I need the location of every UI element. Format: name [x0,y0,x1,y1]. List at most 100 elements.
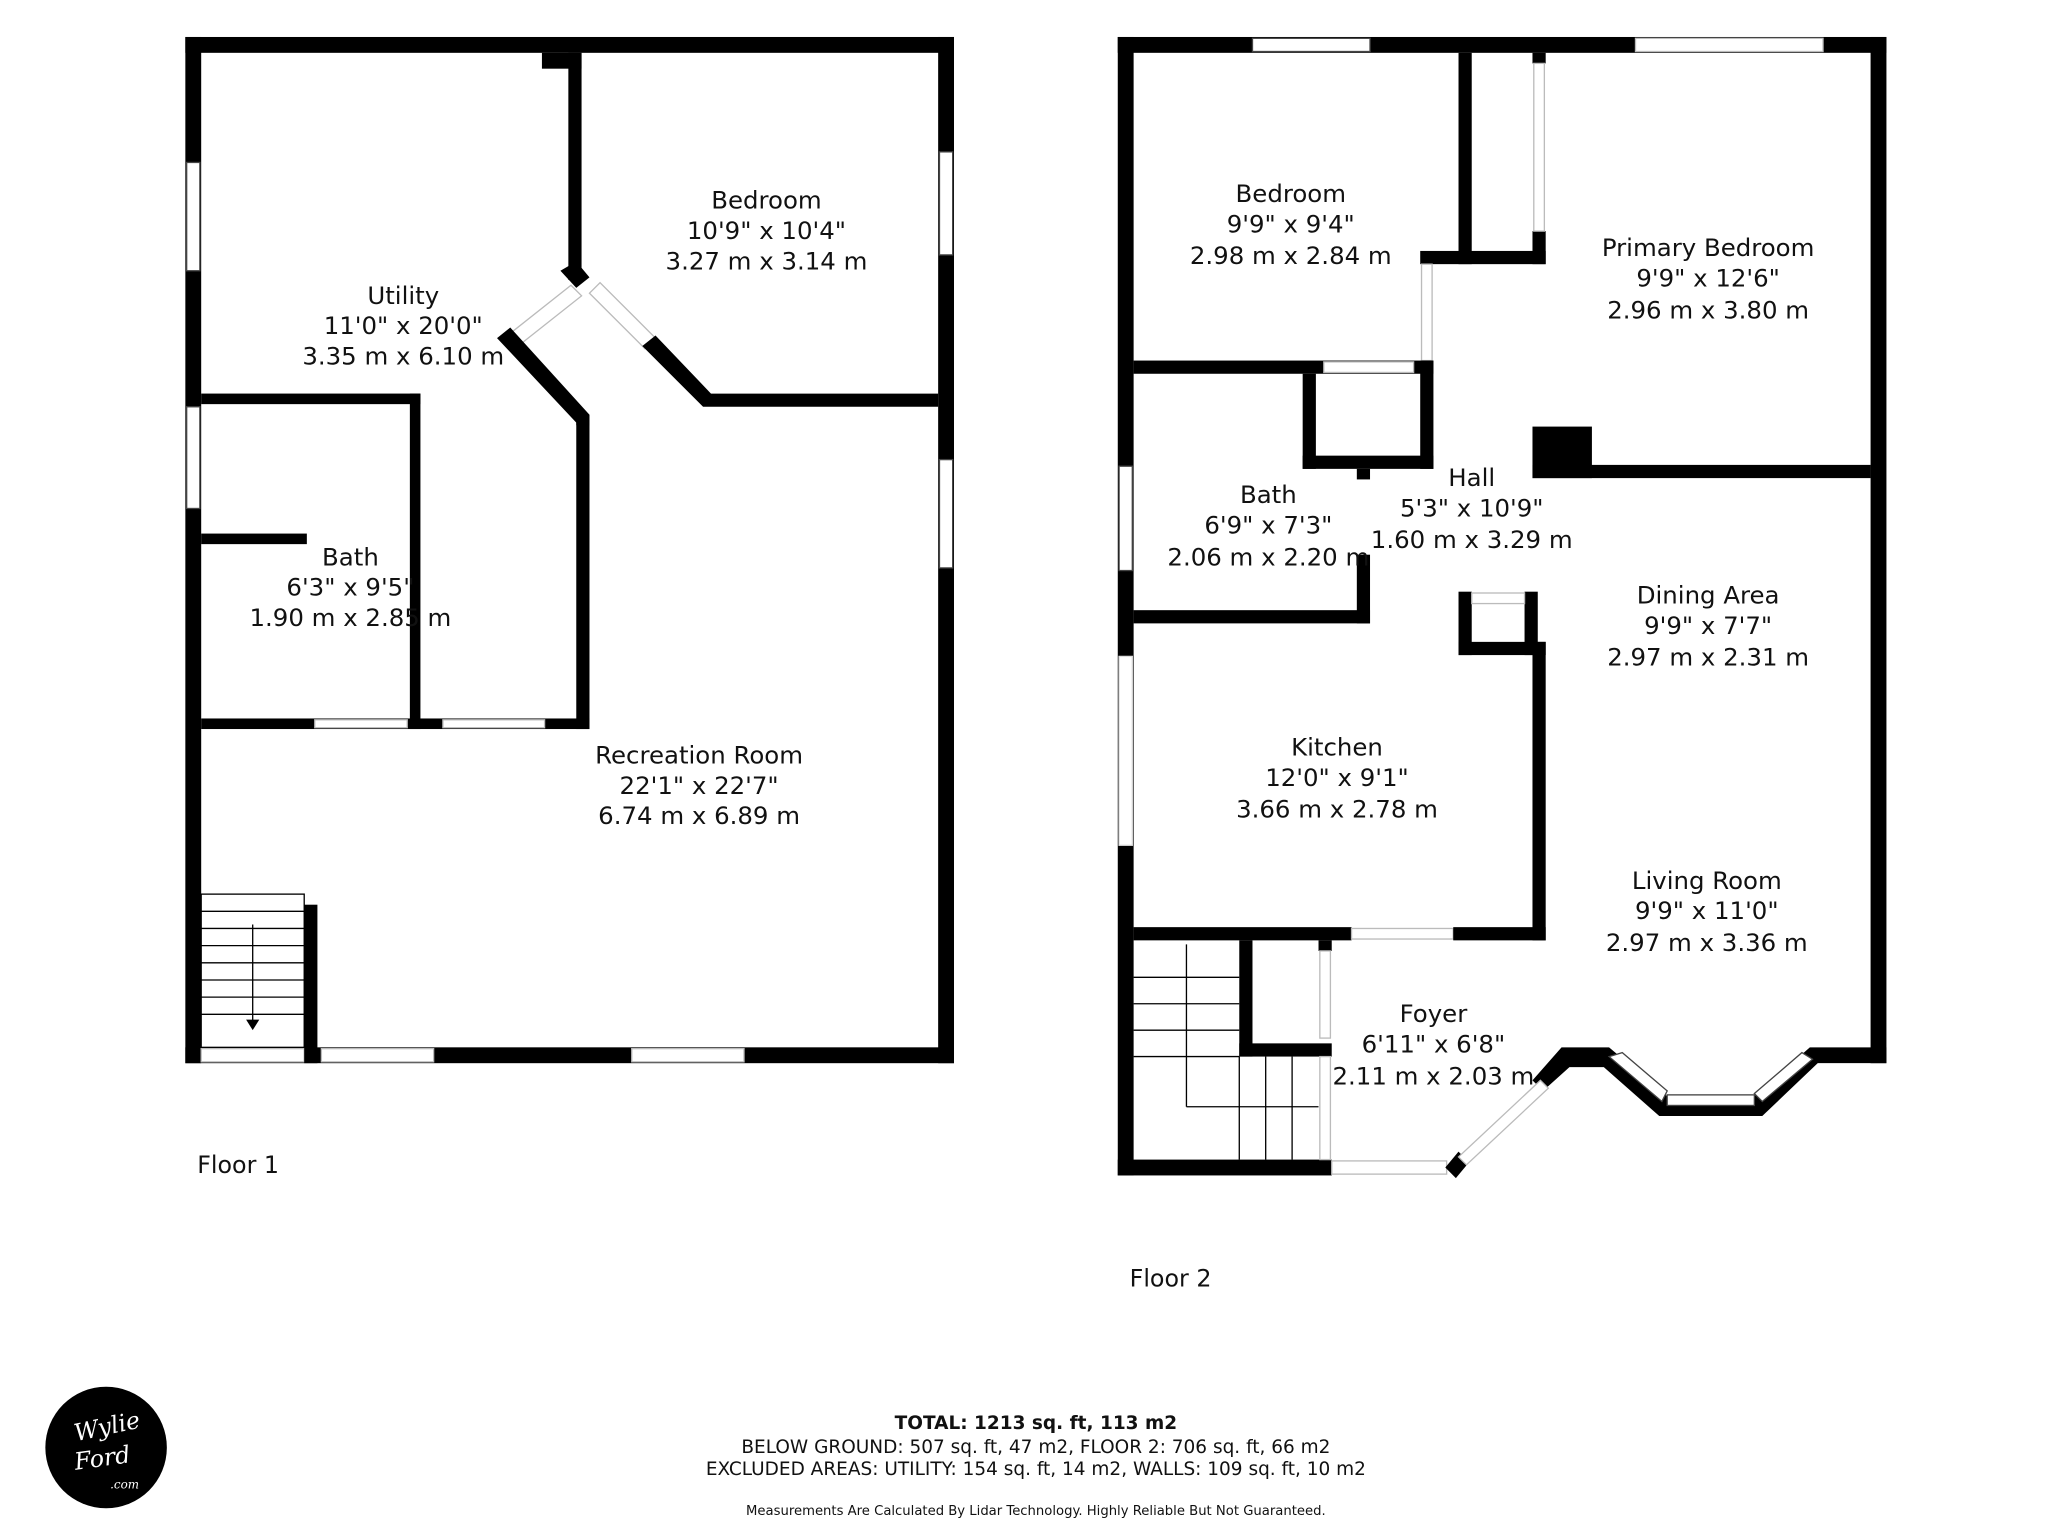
opening [1118,655,1133,846]
room-utility: Utility 11'0" x 20'0" 3.35 m x 6.10 m [302,281,504,371]
floor1-label: Floor 1 [197,1151,279,1179]
excluded-areas: EXCLUDED AREAS: UTILITY: 154 sq. ft, 14 … [706,1459,1366,1480]
room-dimensions-metric: 3.27 m x 3.14 m [666,246,868,275]
wall [1133,927,1352,941]
room-name: Primary Bedroom [1602,233,1815,262]
room-name: Bath [322,542,379,571]
door [1533,62,1546,232]
wall [642,335,939,407]
stairs [200,893,305,1048]
room-dimensions-metric: 6.74 m x 6.89 m [598,801,800,830]
room-bedroom: Bedroom 9'9" x 9'4" 2.98 m x 2.84 m [1190,179,1392,270]
wall [1117,1159,1332,1176]
window [1118,465,1133,572]
room-dimensions-imperial: 5'3" x 10'9" [1400,493,1544,522]
wall [1532,641,1546,941]
wall [304,904,318,1064]
room-dimensions-metric: 1.90 m x 2.85 m [250,603,452,632]
wall [1302,455,1434,469]
room-dimensions-metric: 2.97 m x 2.31 m [1607,643,1809,672]
window [1607,1051,1669,1103]
wall [568,52,582,280]
opening [1319,1055,1332,1161]
room-bath: Bath 6'9" x 7'3" 2.06 m x 2.20 m [1167,480,1369,571]
door [442,719,546,729]
wylie-ford-logo: Wylie Ford .com [45,1386,167,1509]
room-dimensions-imperial: 12'0" x 9'1" [1265,763,1409,792]
wall [1117,36,1134,1176]
opening [1350,927,1454,940]
wall [1453,927,1546,941]
wall [576,419,590,730]
wall [1458,52,1472,265]
room-name: Bedroom [711,186,821,215]
wall [1524,591,1538,656]
door [314,719,408,729]
wall [201,393,421,405]
wall [1532,52,1546,64]
room-dimensions-imperial: 10'9" x 10'4" [687,216,846,245]
room-dimensions-imperial: 6'3" x 9'5" [286,573,414,602]
wall [185,36,202,1064]
window [1634,37,1824,53]
window [938,458,954,569]
room-dimensions-imperial: 6'11" x 6'8" [1362,1030,1506,1059]
room-bath: Bath 6'3" x 9'5" 1.90 m x 2.85 m [250,542,452,632]
door [588,281,657,350]
room-dimensions-imperial: 9'9" x 7'7" [1644,611,1772,640]
wall [1870,36,1887,1064]
window [1666,1094,1756,1107]
room-name: Hall [1448,463,1495,492]
room-name: Bath [1240,480,1297,509]
room-dimensions-metric: 2.98 m x 2.84 m [1190,241,1392,270]
room-name: Bedroom [1236,179,1346,208]
wall [1356,554,1371,624]
room-hall: Hall 5'3" x 10'9" 1.60 m x 3.29 m [1371,463,1573,554]
room-dimensions-imperial: 9'9" x 12'6" [1636,264,1780,293]
room-dimensions-metric: 1.60 m x 3.29 m [1371,525,1573,554]
room-dimensions-metric: 2.96 m x 3.80 m [1607,295,1809,324]
stairs [1133,944,1319,1160]
room-dimensions-imperial: 11'0" x 20'0" [324,311,483,340]
wall [1302,373,1316,469]
room-dimensions-imperial: 9'9" x 9'4" [1227,209,1355,238]
room-dining-area: Dining Area 9'9" x 7'7" 2.97 m x 2.31 m [1607,581,1809,672]
opening [200,1047,305,1063]
room-dimensions-metric: 2.97 m x 3.36 m [1606,928,1808,957]
wall [1239,940,1253,1057]
wall [560,261,590,288]
room-dimensions-imperial: 22'1" x 22'7" [620,771,779,800]
room-name: Recreation Room [595,740,803,769]
wall [497,327,590,426]
room-dimensions-metric: 3.35 m x 6.10 m [302,342,504,371]
floor2-plan: Bedroom 9'9" x 9'4" 2.98 m x 2.84 m Prim… [1117,36,1887,1292]
disclaimer: Measurements Are Calculated By Lidar Tec… [746,1504,1326,1519]
room-foyer: Foyer 6'11" x 6'8" 2.11 m x 2.03 m [1333,999,1535,1090]
wall [1133,610,1371,624]
window [938,151,954,256]
room-bedroom: Bedroom 10'9" x 10'4" 3.27 m x 3.14 m [666,186,868,276]
room-name: Utility [367,281,439,310]
room-recreation-room: Recreation Room 22'1" x 22'7" 6.74 m x 6… [595,740,803,830]
room-kitchen: Kitchen 12'0" x 9'1" 3.66 m x 2.78 m [1236,732,1438,823]
room-dimensions-metric: 2.06 m x 2.20 m [1167,542,1369,571]
wall [1532,464,1871,479]
room-dimensions-imperial: 9'9" x 11'0" [1635,896,1779,925]
wall [201,533,307,545]
window [186,161,201,272]
door [631,1047,745,1063]
wall [1356,468,1371,480]
total-area: TOTAL: 1213 sq. ft, 113 m2 [895,1413,1177,1434]
wall [409,393,421,730]
door [1323,361,1415,374]
wall [185,36,955,53]
opening [1319,950,1332,1039]
wall [1458,641,1546,656]
floor1-plan: Utility 11'0" x 20'0" 3.35 m x 6.10 m Be… [185,36,955,1179]
floor2-label: Floor 2 [1130,1264,1212,1292]
wall [1458,591,1472,656]
wall [1318,940,1332,951]
window [1753,1051,1814,1103]
